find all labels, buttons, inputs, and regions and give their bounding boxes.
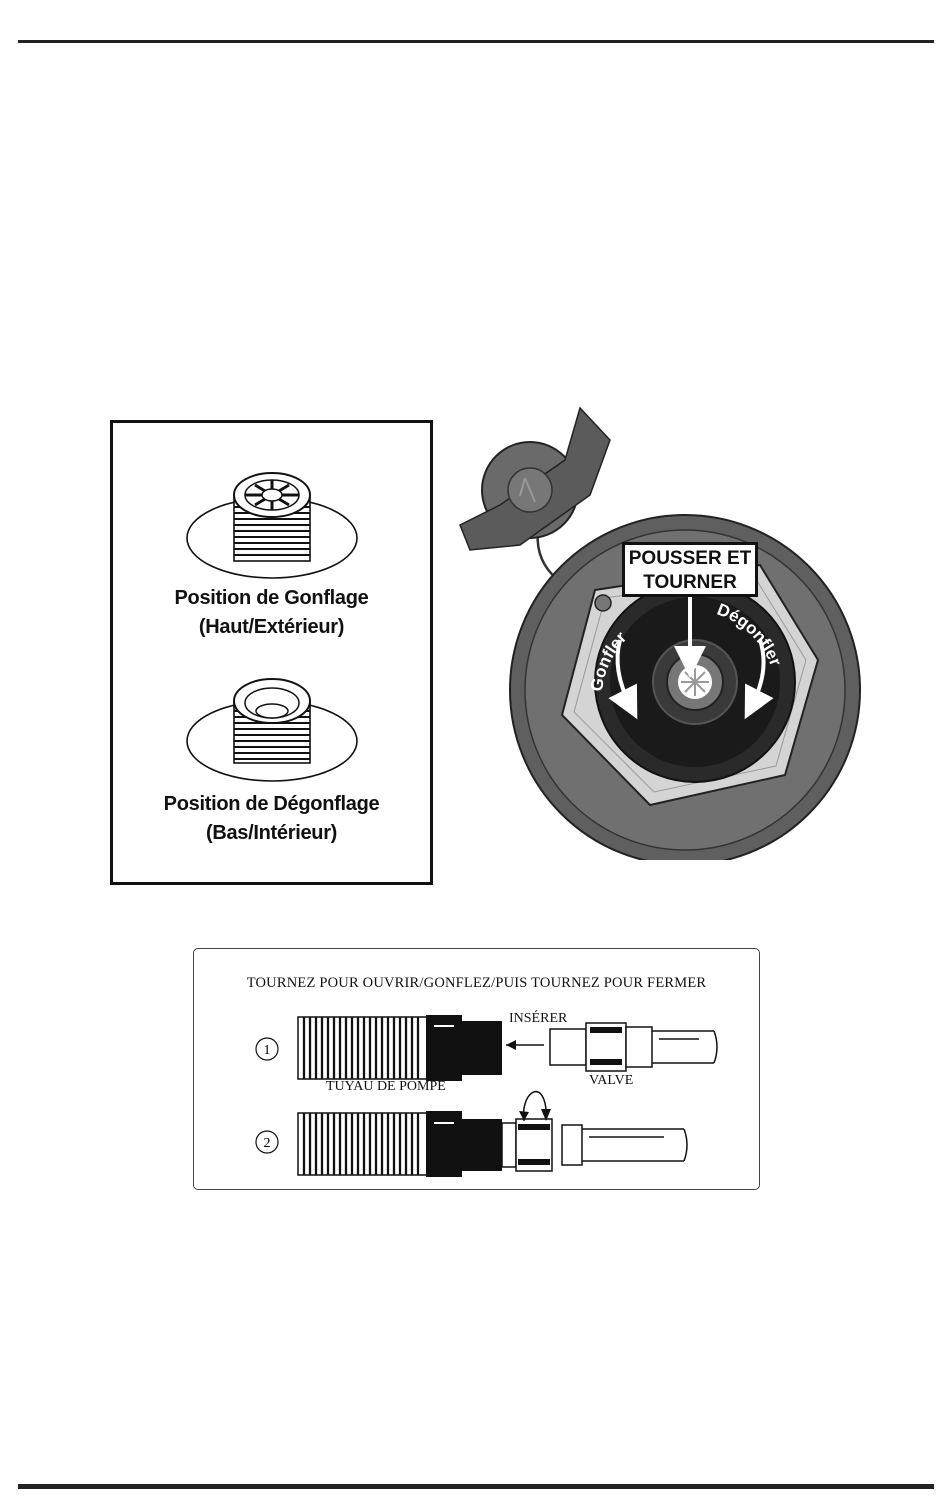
hose-connection-drawing: 1 2 [194,949,761,1191]
valve-label: VALVE [589,1073,633,1089]
inflate-caption-line2: (Haut/Extérieur) [113,613,430,642]
deflate-position-caption: Position de Dégonflage (Bas/Intérieur) [113,790,430,848]
insert-label: INSÉRER [509,1011,567,1027]
valve-positions-box: Position de Gonflage (Haut/Extérieur) Po… [110,420,433,885]
hose-connection-box: TOURNEZ POUR OUVRIR/GONFLEZ/PUIS TOURNEZ… [193,948,760,1190]
push-and-turn-line2: TOURNER [625,571,755,595]
push-and-turn-line1: POUSSER ET [625,547,755,571]
valve-drawing: Gonfler Dégonfler [440,400,880,860]
top-rule [18,40,934,43]
inflate-position-caption: Position de Gonflage (Haut/Extérieur) [113,584,430,642]
inflate-caption-line1: Position de Gonflage [113,584,430,613]
valve-illustration: Gonfler Dégonfler POUSSER ET TOURNER [440,400,880,860]
deflate-caption-line2: (Bas/Intérieur) [113,819,430,848]
deflate-caption-line1: Position de Dégonflage [113,790,430,819]
pump-hose-label: TUYAU DE POMPE [326,1079,446,1095]
step-1-number: 1 [264,1043,271,1058]
push-and-turn-label: POUSSER ET TOURNER [622,542,758,597]
step-2-number: 2 [264,1136,271,1151]
bottom-rule [18,1484,934,1489]
